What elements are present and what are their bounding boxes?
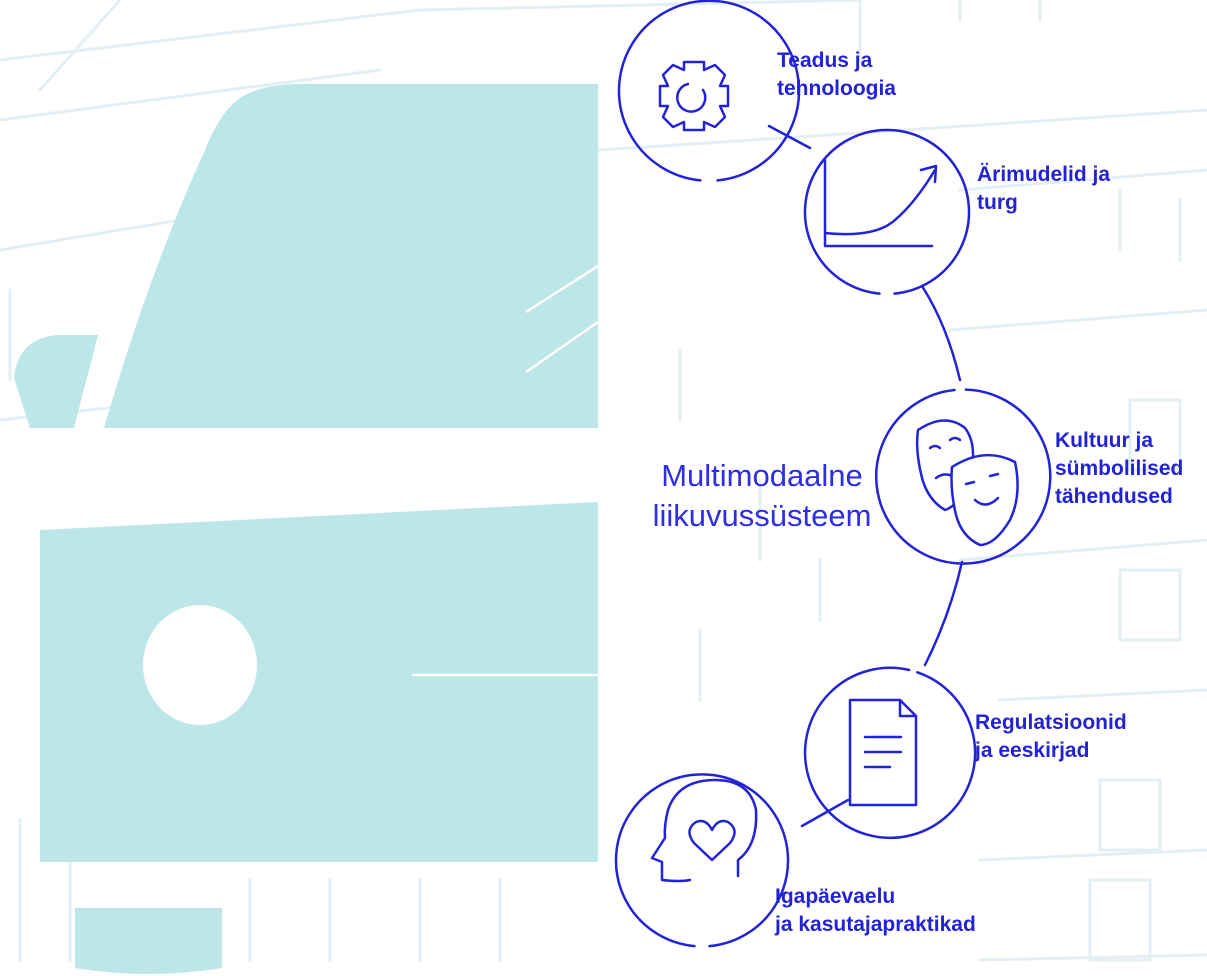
connector-2-3	[920, 284, 962, 382]
node-label-science-line2: tehnoloogia	[777, 77, 896, 100]
node-label-culture-line3: tähendused	[1055, 485, 1173, 508]
node-label-business-line1: Ärimudelid ja	[977, 163, 1111, 186]
node-label-regulations: Regulatsioonid ja eeskirjad	[975, 709, 1127, 765]
node-label-regulations-line1: Regulatsioonid	[975, 711, 1127, 734]
connector-4-5	[800, 798, 850, 828]
node-circle-science	[617, 0, 801, 182]
node-label-regulations-line2: ja eeskirjad	[975, 739, 1090, 762]
node-label-science-line1: Teadus ja	[777, 49, 873, 72]
bus-bumper	[75, 908, 222, 974]
bus-illustration	[14, 84, 599, 974]
node-label-daily-life: Igapäevaelu ja kasutajapraktikad	[775, 883, 976, 939]
bus-front-panel	[40, 502, 598, 862]
gear-icon	[658, 60, 730, 132]
node-label-science: Teadus ja tehnoloogia	[777, 47, 896, 103]
head-heart-icon	[650, 778, 758, 883]
system-title: Multimodaalne liikuvussüsteem	[612, 456, 912, 536]
node-circles	[614, 0, 1052, 948]
node-label-daily-life-line1: Igapäevaelu	[775, 885, 896, 908]
node-circle-business	[803, 128, 971, 295]
system-title-line2: liikuvussüsteem	[652, 498, 872, 533]
connector-1-2	[767, 124, 812, 150]
node-label-daily-life-line2: ja kasutajapraktikad	[775, 913, 976, 936]
node-label-culture-line2: sümbolilised	[1055, 457, 1184, 480]
bus-windshield	[104, 84, 598, 428]
bus-glare-lines	[412, 264, 599, 677]
connector-lines	[767, 124, 964, 828]
node-circle-culture	[875, 388, 1052, 565]
node-label-culture: Kultuur ja sümbolilised tähendused	[1055, 427, 1183, 511]
bus-headlight	[143, 605, 257, 725]
bus-side-mirror	[14, 335, 98, 428]
growth-chart-icon	[823, 158, 938, 248]
document-icon	[848, 698, 918, 807]
node-label-culture-line1: Kultuur ja	[1055, 429, 1153, 452]
node-circle-daily-life	[614, 773, 790, 948]
node-label-business: Ärimudelid ja turg	[977, 161, 1110, 217]
theatre-masks-icon	[915, 419, 1019, 547]
node-circle-regulations	[803, 666, 977, 840]
node-label-business-line2: turg	[977, 191, 1018, 214]
system-title-line1: Multimodaalne	[661, 458, 863, 493]
connector-3-4	[923, 560, 964, 667]
